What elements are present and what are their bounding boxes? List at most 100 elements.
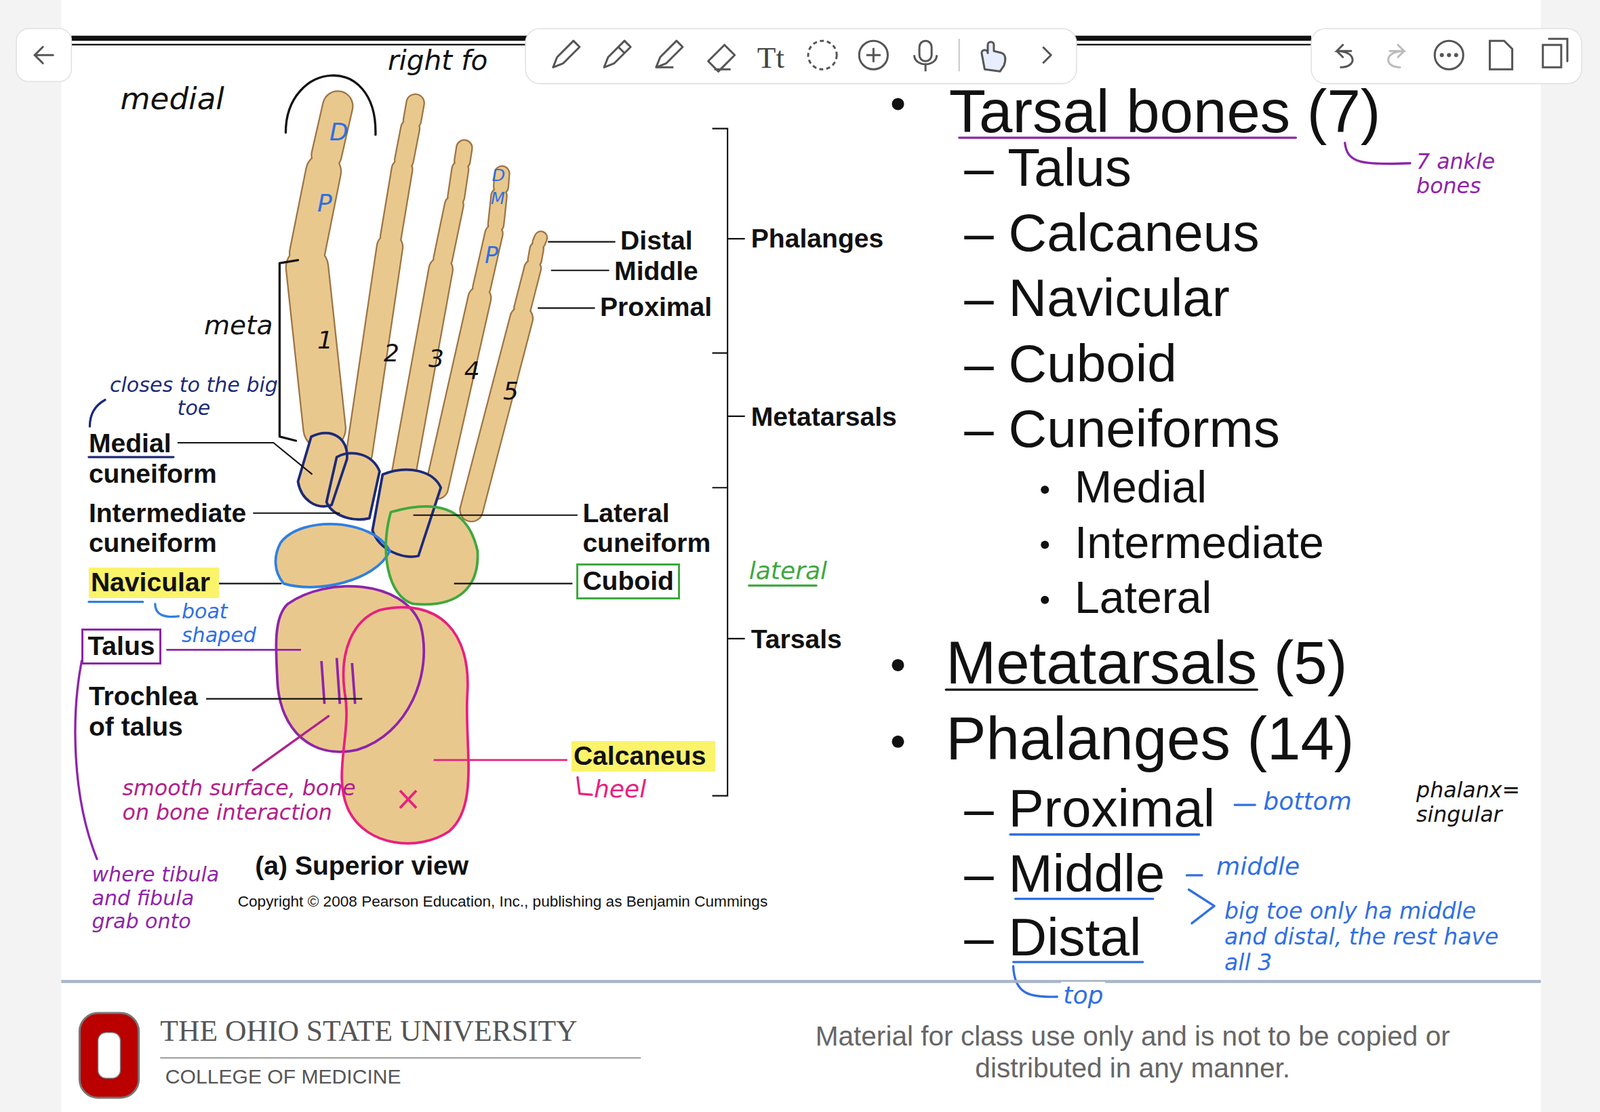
- part-label: Distal: [620, 225, 693, 257]
- toolbar: [808, 40, 837, 70]
- label-box: Cuboid: [576, 563, 680, 600]
- toolbar: [1388, 44, 1405, 68]
- handwritten-note: top: [1061, 981, 1106, 1011]
- slide-ground: [61, 0, 1541, 1112]
- footer-rule: [61, 979, 1541, 984]
- bone-outline: [412, 103, 416, 121]
- bone-fill: [462, 147, 465, 162]
- bone-fill: [390, 169, 403, 237]
- part-label: Talus: [87, 631, 155, 662]
- bone-outline: [390, 169, 403, 237]
- handwritten-note: big toe only ha middle and distal, the r…: [1224, 898, 1510, 976]
- part-label: Navicular: [90, 567, 217, 598]
- slide-text: – Cuneiforms: [964, 397, 1280, 459]
- bone-fill: [404, 128, 411, 161]
- toolbar: [16, 28, 72, 82]
- handwritten-note: 1: [317, 326, 333, 356]
- part-label: Middle: [614, 256, 699, 287]
- toolbar: [1543, 38, 1568, 68]
- slide-text: – Navicular: [964, 267, 1230, 329]
- toolbar: [1336, 38, 1568, 70]
- toolbar: [16, 28, 1582, 84]
- annotation-outline: [326, 452, 380, 520]
- bone-fill: [522, 268, 533, 309]
- slide-text: Copyright © 2008 Pearson Education, Inc.…: [237, 892, 769, 911]
- part-label: Intermediate cuneiform: [88, 498, 253, 560]
- toolbar: [34, 46, 53, 64]
- slide-text: – Talus: [964, 136, 1132, 198]
- toolbar: [858, 40, 888, 70]
- handwritten-mark: [279, 260, 298, 441]
- part-label: (a) Superior view: [254, 850, 469, 882]
- slide-text: Phalanges (14): [945, 704, 1354, 774]
- handwritten-mark: [1186, 873, 1203, 876]
- part-label: Medial cuneiform: [88, 428, 227, 490]
- part-label: Lateral cuneiform: [582, 498, 720, 560]
- toolbar: [604, 40, 631, 68]
- bone-fill: [538, 237, 542, 244]
- leader-line: [252, 512, 340, 514]
- annotation-outline: [385, 506, 478, 605]
- handwritten-mark: [1188, 889, 1215, 924]
- bullet: [891, 658, 904, 672]
- slide-text: – Calcaneus: [964, 202, 1259, 264]
- toolbar: [1336, 44, 1353, 68]
- slide-text: – Distal: [964, 906, 1142, 968]
- bullet: [1040, 485, 1049, 494]
- handwritten-note: D: [492, 165, 506, 186]
- slide-text: – Middle: [964, 842, 1165, 904]
- bone-outline: [404, 128, 411, 161]
- tarsal-bone: [326, 452, 380, 520]
- handwritten-note: closes to the big toe: [107, 373, 281, 421]
- handwritten-note: P: [484, 242, 499, 269]
- footer-text: THE OHIO STATE UNIVERSITY: [160, 1013, 577, 1048]
- part-label: Phalanges: [751, 223, 884, 255]
- slide-text: Material for class use only and is not t…: [749, 1020, 1516, 1084]
- handwritten-mark: [155, 604, 179, 617]
- handwritten-note: right fo: [387, 44, 488, 77]
- toolbar: [1042, 46, 1051, 64]
- toolbar: [708, 44, 735, 72]
- slide-text: – Cuboid: [964, 332, 1177, 394]
- label-box: Talus: [81, 628, 161, 665]
- slide-text: Intermediate: [1074, 516, 1325, 569]
- annotation-outline: [372, 469, 441, 557]
- university-logo: [79, 1012, 139, 1098]
- highlighted-label: Navicular: [88, 567, 219, 598]
- handwritten-mark: [88, 600, 144, 603]
- toolbar: [1434, 40, 1464, 70]
- toolbar: [553, 40, 580, 68]
- bone-outline: [462, 147, 465, 162]
- tarsal-bone: [372, 469, 441, 557]
- highlighted-label: Calcaneus: [571, 741, 716, 772]
- handwritten-note: boat shaped: [181, 600, 274, 647]
- handwritten-note: D: [329, 118, 349, 148]
- handwritten-note: 7 ankle bones: [1416, 149, 1519, 199]
- toolbar: [553, 40, 1051, 72]
- slide-text: – Proximal: [964, 777, 1215, 839]
- bone-fill: [534, 248, 537, 261]
- toolbar: [656, 40, 683, 68]
- toolbar: [919, 40, 932, 62]
- handwritten-note: phalanx= singular: [1416, 777, 1534, 828]
- handwritten-mark: [1234, 803, 1255, 806]
- bone-fill: [436, 297, 480, 488]
- leader-line: [433, 759, 568, 762]
- bone-fill: [442, 204, 455, 259]
- bullet: [1040, 595, 1049, 605]
- leader-line: [166, 648, 302, 651]
- footer-rule: [160, 1056, 641, 1059]
- handwritten-note: heel: [593, 775, 647, 805]
- handwritten-note: 3: [428, 345, 445, 374]
- handwritten-mark: [1345, 143, 1411, 165]
- toolbar: [1440, 52, 1459, 57]
- bone-fill: [471, 317, 522, 510]
- handwritten-mark: [577, 776, 592, 795]
- slide-text: Lateral: [1074, 571, 1212, 624]
- bullet: [891, 97, 904, 110]
- toolbar: [1440, 52, 1445, 57]
- university-logo: [97, 1032, 120, 1079]
- annotation-outline: [275, 586, 424, 752]
- leader-line: [177, 128, 746, 796]
